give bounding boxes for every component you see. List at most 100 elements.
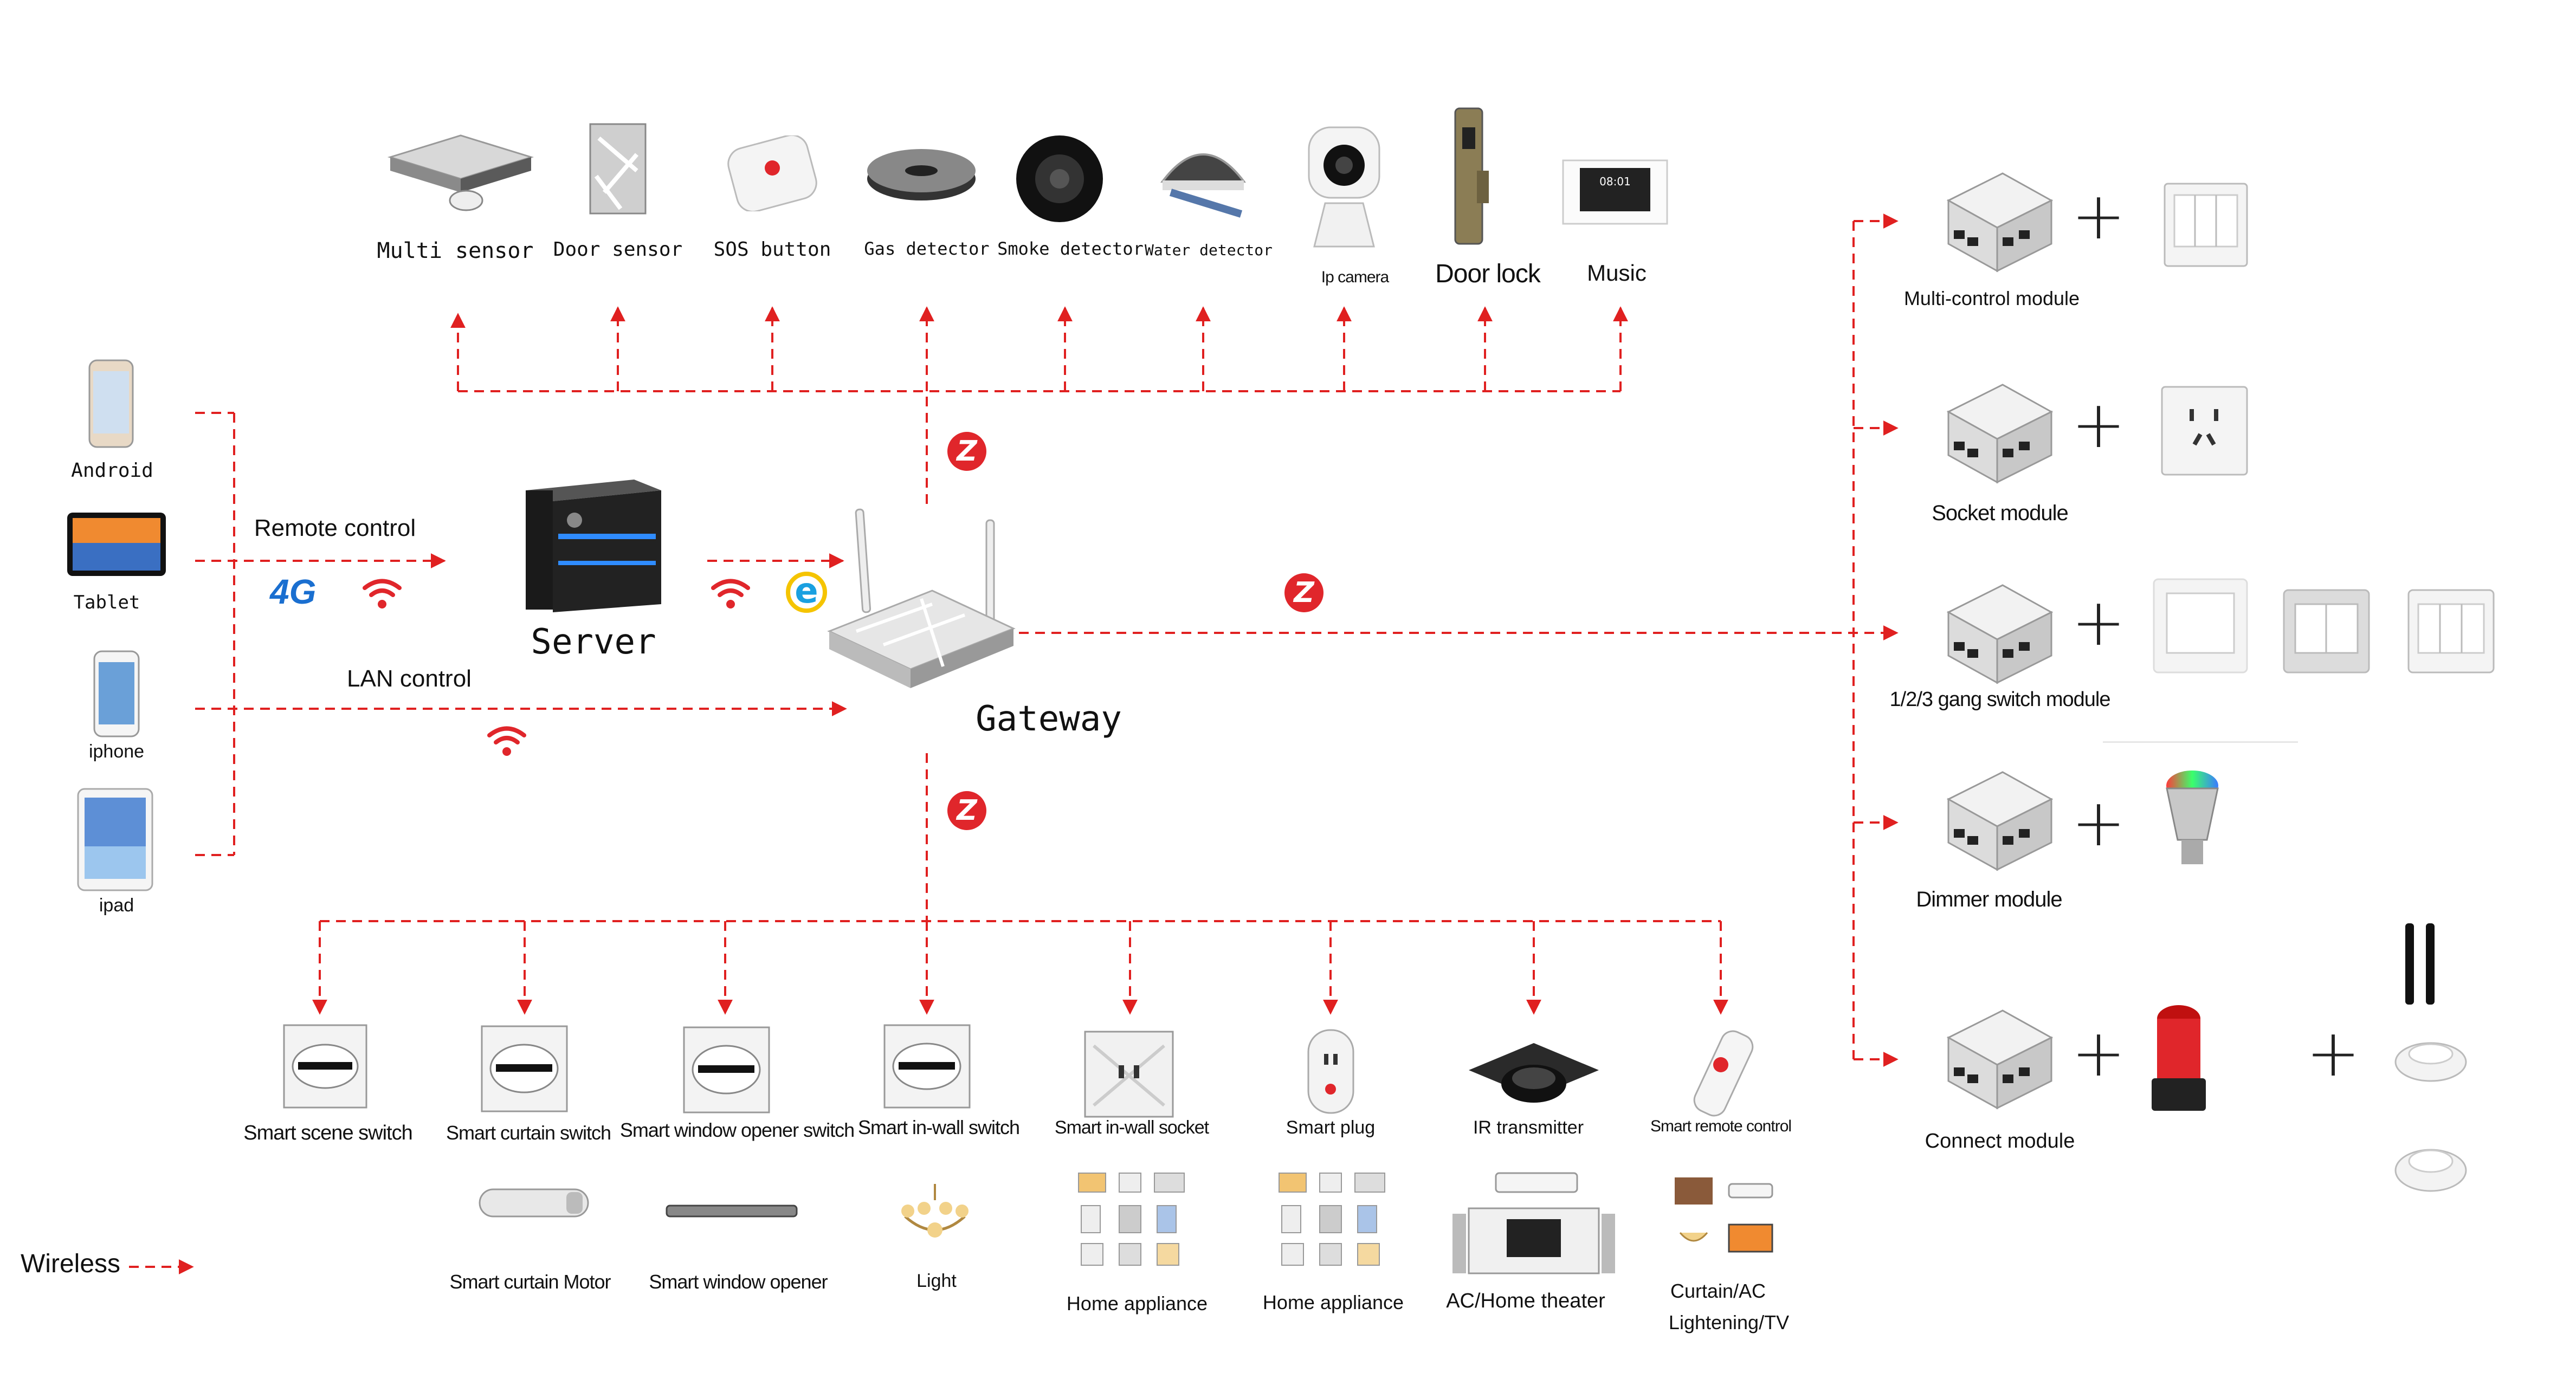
- relay-module-icon: [1946, 771, 2054, 871]
- top-device-label: Gas detector: [864, 238, 990, 259]
- in-wall-socket-icon: [1084, 1031, 1174, 1118]
- bottom-device-label: Smart in-wall switch: [857, 1116, 1020, 1138]
- appliance-label: Home appliance: [1066, 1292, 1208, 1315]
- home-appliances-icon: [1078, 1173, 1185, 1266]
- bottom-device-label: Smart window opener switch: [619, 1119, 855, 1141]
- curtain-motor-icon: [479, 1188, 589, 1218]
- top-device-label: Water detector: [1144, 241, 1273, 259]
- svg-text:08:01: 08:01: [1599, 175, 1631, 188]
- 4g-badge: 4G: [270, 572, 317, 611]
- client-label: Android: [71, 459, 153, 482]
- iphone-icon: [93, 650, 140, 737]
- chandelier-icon: [901, 1184, 969, 1238]
- double-switch-panel-icon: [2283, 589, 2370, 674]
- top-device-label: SOS button: [713, 238, 831, 261]
- zigbee-icon: Z: [1284, 573, 1323, 612]
- door-lock-icon: [1454, 107, 1489, 245]
- relay-module-icon: [1946, 584, 2054, 684]
- music-panel-icon: 08:01: [1562, 159, 1668, 225]
- wall-socket-icon: [2161, 386, 2248, 476]
- in-wall-switch-icon: [883, 1024, 971, 1109]
- smoke-detector-icon: [2394, 1042, 2467, 1082]
- top-device-label: Music: [1587, 260, 1647, 286]
- door-sensor-icon: [589, 123, 647, 215]
- smart-plug-icon: [1307, 1029, 1354, 1114]
- scene-switch-icon: [283, 1024, 367, 1109]
- legend-label: Wireless: [21, 1249, 121, 1278]
- module-label: 1/2/3 gang switch module: [1889, 688, 2111, 711]
- relay-module-icon: [1946, 172, 2054, 273]
- client-label: ipad: [99, 895, 134, 916]
- water-detector-icon: [1160, 153, 1247, 218]
- client-label: Tablet: [73, 592, 140, 613]
- relay-module-icon: [1946, 1009, 2054, 1110]
- gas-detector-icon: [867, 149, 976, 200]
- appliance-label: AC/Home theater: [1446, 1290, 1605, 1312]
- home-appliances-icon: [1279, 1173, 1385, 1266]
- smart-bulb-icon: [2166, 771, 2219, 864]
- plus-icon: +: [2071, 786, 2126, 861]
- beam-sensor-icon: [2405, 923, 2435, 1005]
- tablet-icon: [67, 513, 166, 576]
- window-opener-icon: [666, 1205, 798, 1218]
- appliance-label: Curtain/AC: [1670, 1280, 1766, 1302]
- server-icon: [526, 480, 661, 612]
- alarm-beacon-icon: [2152, 1005, 2206, 1111]
- curtain-ac-light-tv-icon: [1675, 1177, 1773, 1253]
- ipad-icon: [77, 788, 153, 891]
- bottom-device-label: Smart remote control: [1650, 1117, 1792, 1135]
- module-label: Connect module: [1925, 1130, 2075, 1153]
- bottom-device-label: IR transmitter: [1473, 1117, 1584, 1138]
- remote-control-label: Remote control: [254, 515, 416, 541]
- top-device-label: Door lock: [1435, 260, 1541, 288]
- top-device-label: Multi sensor: [377, 238, 534, 263]
- bottom-device-label: Smart plug: [1286, 1117, 1376, 1138]
- top-device-label: Door sensor: [553, 238, 683, 261]
- ir-transmitter-icon: [1469, 1043, 1599, 1103]
- divider-line: [2103, 741, 2298, 743]
- single-switch-panel-icon: [2153, 578, 2248, 674]
- bottom-device-label: Smart in-wall socket: [1054, 1117, 1209, 1138]
- bottom-device-label: Smart curtain switch: [446, 1122, 611, 1144]
- internet-explorer-icon: e: [786, 572, 827, 613]
- top-device-label: Smoke detector: [997, 238, 1144, 259]
- window-opener-switch-icon: [683, 1026, 770, 1113]
- lan-control-label: LAN control: [347, 665, 472, 692]
- plus-icon: +: [2071, 1016, 2126, 1091]
- appliance-label: Lightening/TV: [1668, 1311, 1790, 1333]
- module-label: Dimmer module: [1916, 888, 2062, 911]
- zigbee-icon: Z: [947, 791, 986, 830]
- module-label: Multi-control module: [1903, 287, 2080, 309]
- sos-button-icon: [727, 135, 817, 211]
- remote-control-icon: [1693, 1030, 1754, 1117]
- smoke-detector-icon: [2394, 1149, 2467, 1192]
- server-label: Server: [531, 622, 656, 662]
- triple-switch-panel-icon: [2164, 183, 2248, 267]
- plus-icon: +: [2071, 387, 2126, 463]
- zigbee-icon: Z: [947, 432, 986, 471]
- gateway-router-icon: [827, 508, 1016, 688]
- gateway-label: Gateway: [976, 699, 1122, 739]
- appliance-label: Smart window opener: [649, 1271, 828, 1293]
- wifi-icon: [711, 579, 750, 608]
- triple-switch-panel-icon: [2407, 589, 2495, 674]
- client-label: iphone: [88, 741, 145, 762]
- module-label: Socket module: [1932, 501, 2069, 525]
- appliance-label: Home appliance: [1262, 1291, 1404, 1313]
- wifi-icon: [487, 726, 526, 756]
- wifi-icon: [363, 579, 402, 608]
- top-device-label: Ip camera: [1321, 268, 1389, 286]
- curtain-switch-icon: [481, 1025, 568, 1112]
- multi-sensor-icon: [387, 134, 534, 211]
- relay-module-icon: [1946, 384, 2054, 484]
- bottom-device-label: Smart scene switch: [243, 1122, 412, 1144]
- android-phone-icon: [88, 359, 134, 448]
- plus-icon: +: [2071, 585, 2126, 661]
- plus-icon: +: [2071, 179, 2126, 254]
- appliance-label: Light: [916, 1271, 957, 1291]
- smoke-detector-icon: [1016, 135, 1103, 222]
- plus-icon: +: [2306, 1016, 2361, 1091]
- appliance-label: Smart curtain Motor: [449, 1271, 611, 1293]
- ip-camera-icon: [1308, 126, 1380, 248]
